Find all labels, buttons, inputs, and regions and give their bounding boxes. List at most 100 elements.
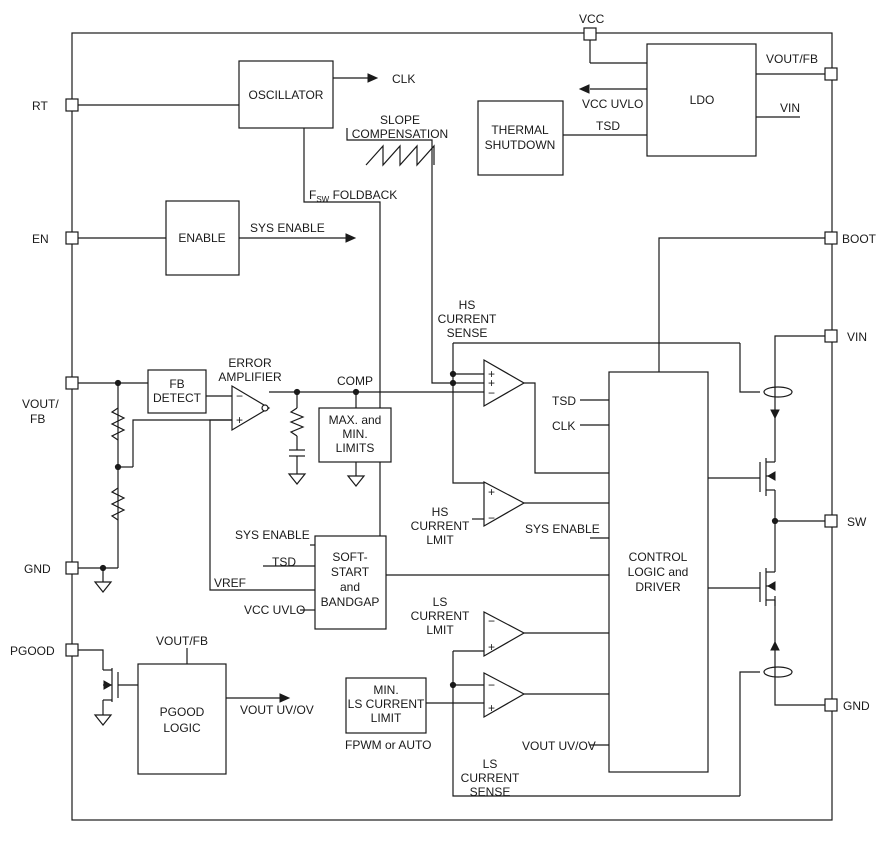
pin-label-pgood: PGOOD bbox=[10, 644, 55, 658]
control-label-2: LOGIC and bbox=[628, 565, 689, 579]
ls-sense-label-2: CURRENT bbox=[461, 771, 520, 785]
svg-text:+: + bbox=[488, 485, 495, 499]
error-amplifier bbox=[231, 384, 271, 432]
hs-current-limit-comparator bbox=[483, 481, 526, 528]
pin-label-gnd-right: GND bbox=[843, 699, 870, 713]
sys-enable-out-label: SYS ENABLE bbox=[250, 221, 325, 235]
hs-sense-label-3: SENSE bbox=[447, 326, 488, 340]
vcc-uvlo-out-label: VCC UVLO bbox=[582, 97, 643, 111]
svg-text:−: − bbox=[488, 386, 495, 400]
svg-text:−: − bbox=[488, 511, 495, 525]
control-label-1: CONTROL bbox=[629, 550, 688, 564]
softstart-label-2: START bbox=[331, 565, 370, 579]
ldo-vin-label: VIN bbox=[780, 101, 800, 115]
enable-block bbox=[165, 200, 240, 276]
fpwm-label: FPWM or AUTO bbox=[345, 738, 431, 752]
svg-text:+: + bbox=[488, 367, 495, 381]
pin-boot bbox=[824, 231, 838, 245]
control-label-3: DRIVER bbox=[635, 580, 681, 594]
vref-label: VREF bbox=[214, 576, 246, 590]
enable-label: ENABLE bbox=[178, 231, 225, 245]
pin-sw bbox=[824, 514, 838, 528]
ls-sense-label-1: LS bbox=[483, 757, 498, 771]
pin-gnd-right bbox=[824, 698, 838, 712]
hs-sense-label-2: CURRENT bbox=[438, 312, 497, 326]
fb-detect-label-1: FB bbox=[169, 377, 184, 391]
hs-mosfet-icon bbox=[759, 452, 776, 496]
ground-symbols bbox=[93, 473, 366, 726]
hs-sense-label-1: HS bbox=[459, 298, 476, 312]
vout-uvov-out-label: VOUT UV/OV bbox=[240, 703, 314, 717]
pin-gnd-left bbox=[65, 561, 79, 575]
maxmin-label-1: MAX. and bbox=[329, 413, 382, 427]
slope-label-1: SLOPE bbox=[380, 113, 420, 127]
ldo-label: LDO bbox=[690, 93, 715, 107]
fsw-foldback-label: FSW FOLDBACK bbox=[309, 188, 397, 204]
error-amp-label-2: AMPLIFIER bbox=[218, 370, 282, 384]
pin-label-vout-fb-left-1: VOUT/ bbox=[22, 397, 59, 411]
pgood-voutfb-label: VOUT/FB bbox=[156, 634, 208, 648]
clk-ctrl-label: CLK bbox=[552, 419, 575, 433]
pin-label-vout-fb-right: VOUT/FB bbox=[766, 52, 818, 66]
hs-limit-label-2: CURRENT bbox=[411, 519, 470, 533]
svg-text:−: − bbox=[488, 614, 495, 628]
oscillator-label: OSCILLATOR bbox=[249, 88, 324, 102]
svg-text:+: + bbox=[488, 376, 495, 390]
ls-current-limit-comparator bbox=[483, 611, 526, 658]
svg-text:−: − bbox=[236, 389, 243, 403]
arrowheads bbox=[279, 73, 780, 703]
pgood-logic-label-1: PGOOD bbox=[160, 705, 205, 719]
pin-vcc bbox=[583, 27, 597, 41]
min-ls-label-1: MIN. bbox=[373, 683, 398, 697]
maxmin-label-2: MIN. bbox=[342, 427, 367, 441]
pin-label-vin: VIN bbox=[847, 330, 867, 344]
thermal-shutdown-block bbox=[477, 100, 564, 176]
thermal-label-1: THERMAL bbox=[491, 123, 549, 137]
svg-text:+: + bbox=[488, 701, 495, 715]
thermal-label-2: SHUTDOWN bbox=[485, 138, 556, 152]
pin-label-en: EN bbox=[32, 232, 49, 246]
ldo-block bbox=[646, 43, 757, 157]
pin-rt bbox=[65, 98, 79, 112]
vcc-uvlo-ss-label: VCC UVLO bbox=[244, 603, 305, 617]
pin-pgood bbox=[65, 643, 79, 657]
clk-out-label: CLK bbox=[392, 72, 415, 86]
vout-uvov-ctrl-label: VOUT UV/OV bbox=[522, 739, 596, 753]
pin-label-vout-fb-left-2: FB bbox=[30, 412, 45, 426]
softstart-label-1: SOFT- bbox=[332, 550, 367, 564]
hs-limit-label-3: LMIT bbox=[426, 533, 454, 547]
min-ls-current-limit-block bbox=[345, 677, 427, 734]
svg-text:+: + bbox=[236, 413, 243, 427]
pin-label-boot: BOOT bbox=[842, 232, 877, 246]
pin-vin bbox=[824, 329, 838, 343]
comp-network bbox=[289, 407, 305, 457]
softstart-label-3: and bbox=[340, 580, 360, 594]
max-min-limits-block bbox=[318, 407, 392, 463]
amp-signs: − + + + − + − − + − + bbox=[236, 367, 495, 715]
ls-mosfet-icon bbox=[759, 556, 776, 606]
ic-outline bbox=[71, 32, 833, 821]
soft-start-bandgap-block bbox=[314, 535, 387, 630]
tsd-thermal-label: TSD bbox=[596, 119, 620, 133]
svg-text:−: − bbox=[488, 678, 495, 692]
pin-en bbox=[65, 231, 79, 245]
pgood-logic-block bbox=[137, 663, 227, 775]
pin-vout-fb-left bbox=[65, 376, 79, 390]
maxmin-label-3: LIMITS bbox=[336, 441, 375, 455]
pgood-logic-label-2: LOGIC bbox=[163, 721, 201, 735]
oscillator-block bbox=[238, 60, 334, 129]
min-ls-label-2: LS CURRENT bbox=[348, 697, 425, 711]
pin-vout-fb-right bbox=[824, 67, 838, 81]
pgood-mosfet-icon bbox=[103, 668, 119, 702]
min-ls-current-comparator bbox=[483, 672, 526, 719]
ea-output-bubble bbox=[261, 404, 269, 412]
ls-limit-label-2: CURRENT bbox=[411, 609, 470, 623]
ls-sense-oval-icon bbox=[763, 666, 793, 678]
svg-text:+: + bbox=[488, 640, 495, 654]
tsd-ctrl-label: TSD bbox=[552, 394, 576, 408]
hs-pwm-comparator bbox=[483, 358, 526, 408]
pin-label-vcc: VCC bbox=[579, 12, 605, 26]
sys-enable-ss-label: SYS ENABLE bbox=[235, 528, 310, 542]
slope-label-2: COMPENSATION bbox=[352, 127, 448, 141]
